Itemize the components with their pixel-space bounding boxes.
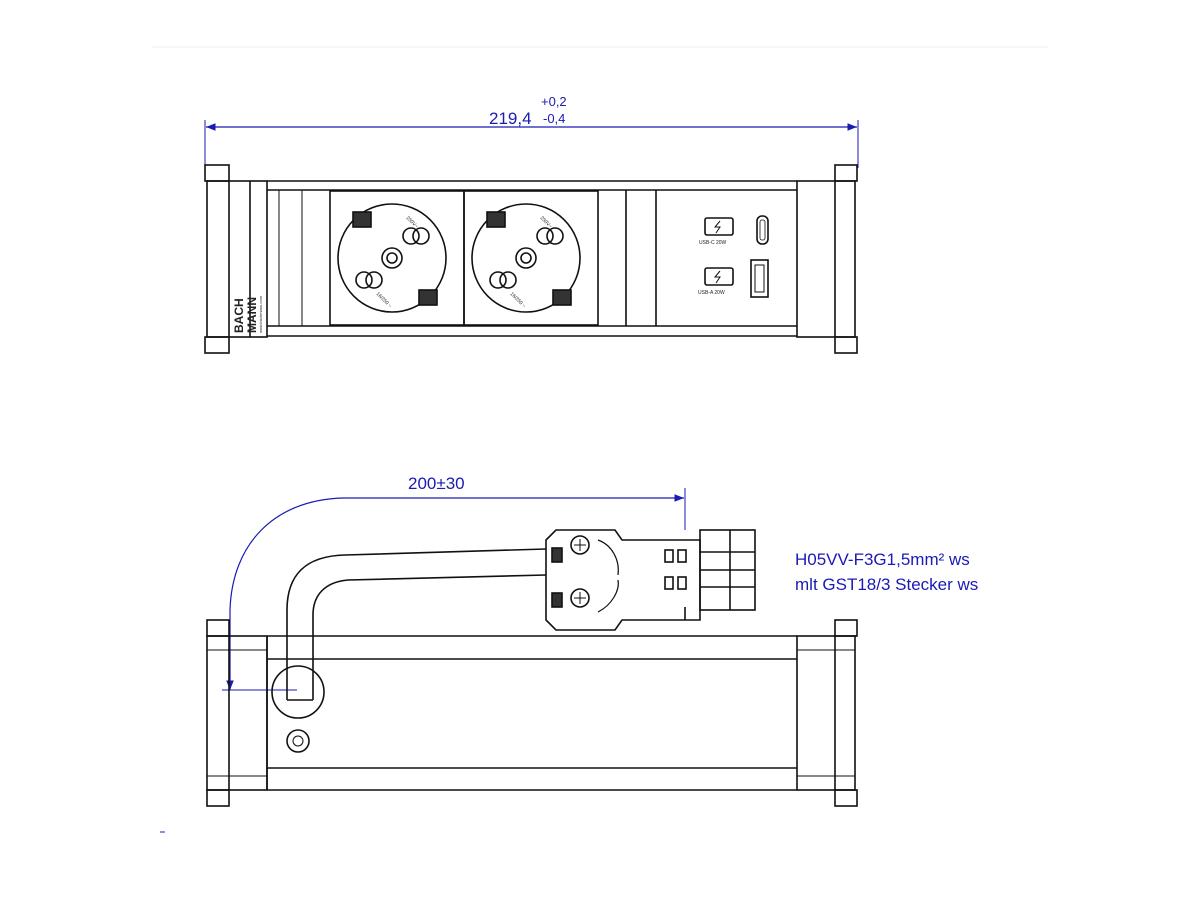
side-left-end-cap bbox=[206, 619, 268, 807]
screw-icon bbox=[570, 535, 590, 555]
charging-icon bbox=[704, 217, 734, 236]
brand-website: www.bachmann.com bbox=[258, 295, 263, 333]
socket-1: 250V~ 16/250 ~ bbox=[329, 190, 465, 326]
mounting-hole bbox=[286, 729, 310, 753]
cable-length-dimension: 200±30 bbox=[222, 474, 686, 691]
socket-rating-bottom: 16/250 ~ bbox=[509, 291, 527, 309]
cable-length-value: 200±30 bbox=[408, 474, 465, 493]
side-view: 200±30 bbox=[206, 474, 978, 807]
cable-note-line1: H05VV-F3G1,5mm² ws bbox=[795, 550, 970, 569]
socket-2: 250V~ 16/250 ~ bbox=[463, 190, 599, 326]
length-nominal: 219,4 bbox=[489, 109, 532, 128]
earth-clip-bottom bbox=[552, 289, 572, 306]
cable-note-line2: mlt GST18/3 Stecker ws bbox=[795, 575, 978, 594]
left-end-cap bbox=[204, 164, 268, 354]
earth-clip-top bbox=[352, 211, 372, 228]
housing-profile bbox=[267, 180, 797, 337]
usb-a-port-icon bbox=[750, 259, 769, 298]
tolerance-minus: -0,4 bbox=[543, 111, 565, 126]
usb-a-label: USB-A 20W bbox=[698, 290, 725, 296]
usb-c-label: USB-C 20W bbox=[699, 240, 727, 246]
right-end-cap bbox=[796, 164, 858, 354]
charging-icon bbox=[704, 267, 734, 286]
top-view: 219,4 +0,2 -0,4 BACH MANN www.bachmann.c… bbox=[204, 94, 859, 354]
side-right-end-cap bbox=[796, 619, 858, 807]
length-dimension: 219,4 +0,2 -0,4 bbox=[204, 94, 859, 168]
earth-clip-top bbox=[486, 211, 506, 228]
gst18-connector bbox=[545, 529, 756, 631]
earth-clip-bottom bbox=[418, 289, 438, 306]
side-housing bbox=[266, 635, 797, 791]
usb-module: USB-C 20W USB-A 20W bbox=[625, 190, 769, 326]
brand-logo-line1: BACH bbox=[232, 298, 246, 333]
tolerance-plus: +0,2 bbox=[541, 94, 567, 109]
cable-entry-grommet bbox=[271, 665, 325, 719]
power-cable bbox=[286, 548, 547, 701]
socket-rating-bottom: 16/250 ~ bbox=[375, 291, 393, 309]
brand-logo-line2: MANN bbox=[245, 297, 259, 333]
usb-c-port-icon bbox=[756, 215, 769, 245]
screw-icon bbox=[570, 588, 590, 608]
